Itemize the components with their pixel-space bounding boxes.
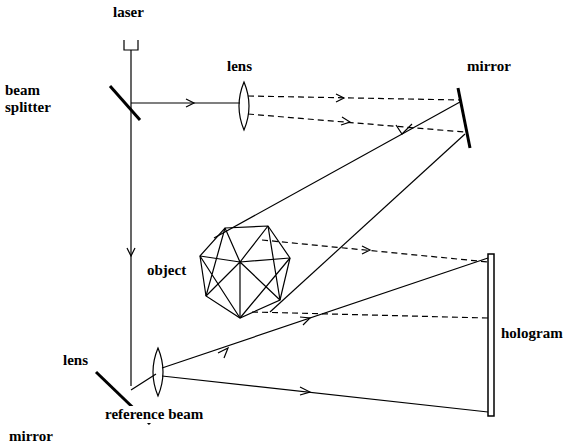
lens	[239, 82, 249, 130]
mirror-label: mirror	[8, 428, 54, 445]
arrow-head	[300, 317, 310, 325]
object-beam	[131, 102, 240, 103]
hologram-plate	[488, 254, 494, 416]
arrow-head	[218, 348, 228, 358]
arrow-head	[336, 94, 344, 102]
laser-label: laser	[112, 4, 145, 21]
object-polyhedron	[200, 226, 290, 318]
reference-ray	[162, 376, 488, 412]
object-ray	[214, 102, 460, 238]
arrow-head	[362, 246, 370, 254]
laser-source	[124, 40, 138, 50]
mirror-label: mirror	[466, 58, 512, 75]
beam-splitter-label: beam splitter	[4, 82, 76, 116]
arrow-head	[341, 117, 350, 125]
arrow-head	[127, 248, 135, 256]
laser-beam	[130, 50, 131, 386]
object-ray	[248, 114, 464, 132]
lens	[153, 348, 163, 396]
arrow-head	[186, 99, 194, 107]
arrow-head	[300, 387, 310, 395]
lens-label: lens	[62, 352, 89, 369]
reference-beam-label: reference beam	[104, 406, 204, 423]
scattered-ray	[252, 312, 488, 318]
hologram-label: hologram	[500, 325, 564, 342]
reference-ray	[162, 258, 488, 368]
object-ray	[270, 134, 465, 312]
reference-beam	[131, 374, 156, 390]
scattered-ray	[262, 240, 488, 262]
lens-label: lens	[226, 58, 253, 75]
arrow-head	[396, 124, 412, 134]
object-label: object	[146, 262, 187, 279]
object-ray	[248, 96, 460, 100]
